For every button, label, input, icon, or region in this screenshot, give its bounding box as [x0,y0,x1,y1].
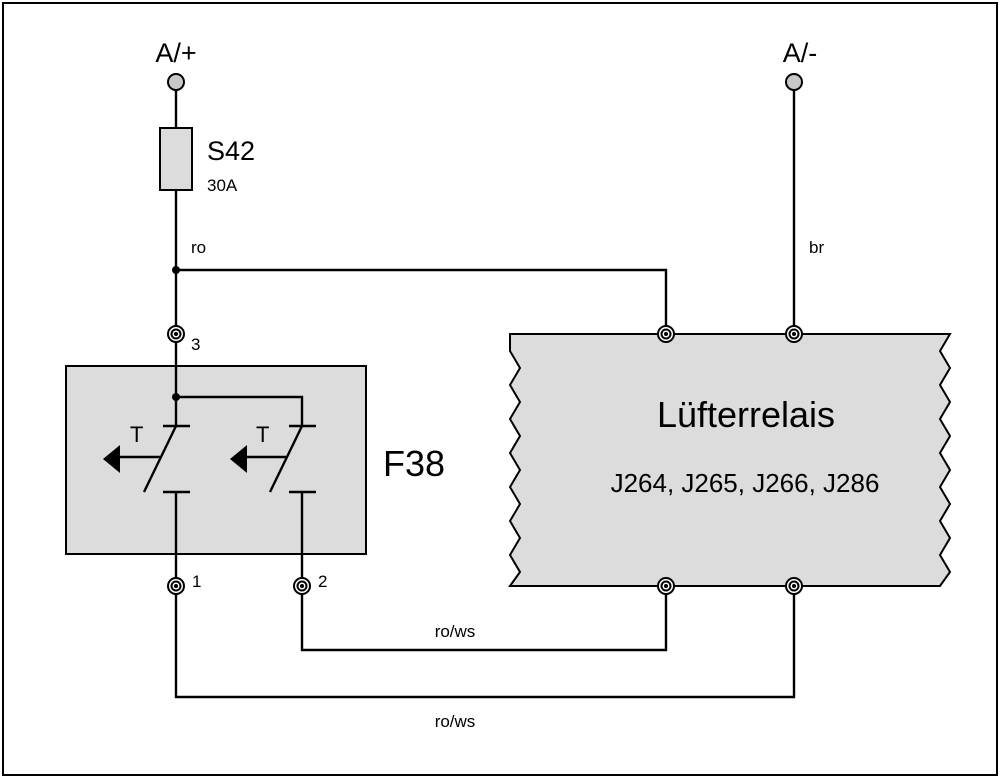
junction-dot [172,266,180,274]
relay-codes: J264, J265, J266, J286 [611,468,880,498]
wire-ro-ws-lower [174,586,796,699]
terminal-1-label: 1 [192,572,201,591]
wire-ro-ws-upper [300,586,668,652]
supply-minus-label: A/- [783,38,818,68]
relay-title: Lüfterrelais [657,394,835,435]
thermo-contact-1 [103,424,190,494]
contact-label-2: T [256,422,269,447]
fuse-s42 [159,127,193,191]
fuse-rating: 30A [207,176,238,195]
relay-terminal-bottom-left [657,577,675,595]
terminal-3-label: 3 [191,335,200,354]
thermo-contact-2 [230,424,316,494]
arrow-left-icon [230,445,247,473]
terminal-1 [167,577,185,595]
wire-ro-to-relay [176,268,668,334]
wire-label-ro-ws-upper: ro/ws [435,622,476,641]
terminal-2-label: 2 [318,572,327,591]
wire-label-ro: ro [191,238,206,257]
relay-terminal-top-right [785,325,803,343]
supply-plus-label: A/+ [155,38,196,68]
wire-label-ro-ws-lower: ro/ws [435,712,476,731]
terminal-2 [293,577,311,595]
switch-unit-name: F38 [383,443,445,484]
wire-f38-inner-split [176,395,304,426]
supply-plus-terminal [167,73,185,91]
junction-f38 [172,393,180,401]
contact-label-1: T [130,422,143,447]
fuse-name: S42 [207,136,255,166]
relay-terminal-bottom-right [785,577,803,595]
terminal-3 [167,325,185,343]
relay-terminal-top-left [657,325,675,343]
relay-lufterrelais [508,333,952,587]
wire-label-br: br [809,238,824,257]
supply-minus-terminal [785,73,803,91]
arrow-left-icon [103,445,120,473]
